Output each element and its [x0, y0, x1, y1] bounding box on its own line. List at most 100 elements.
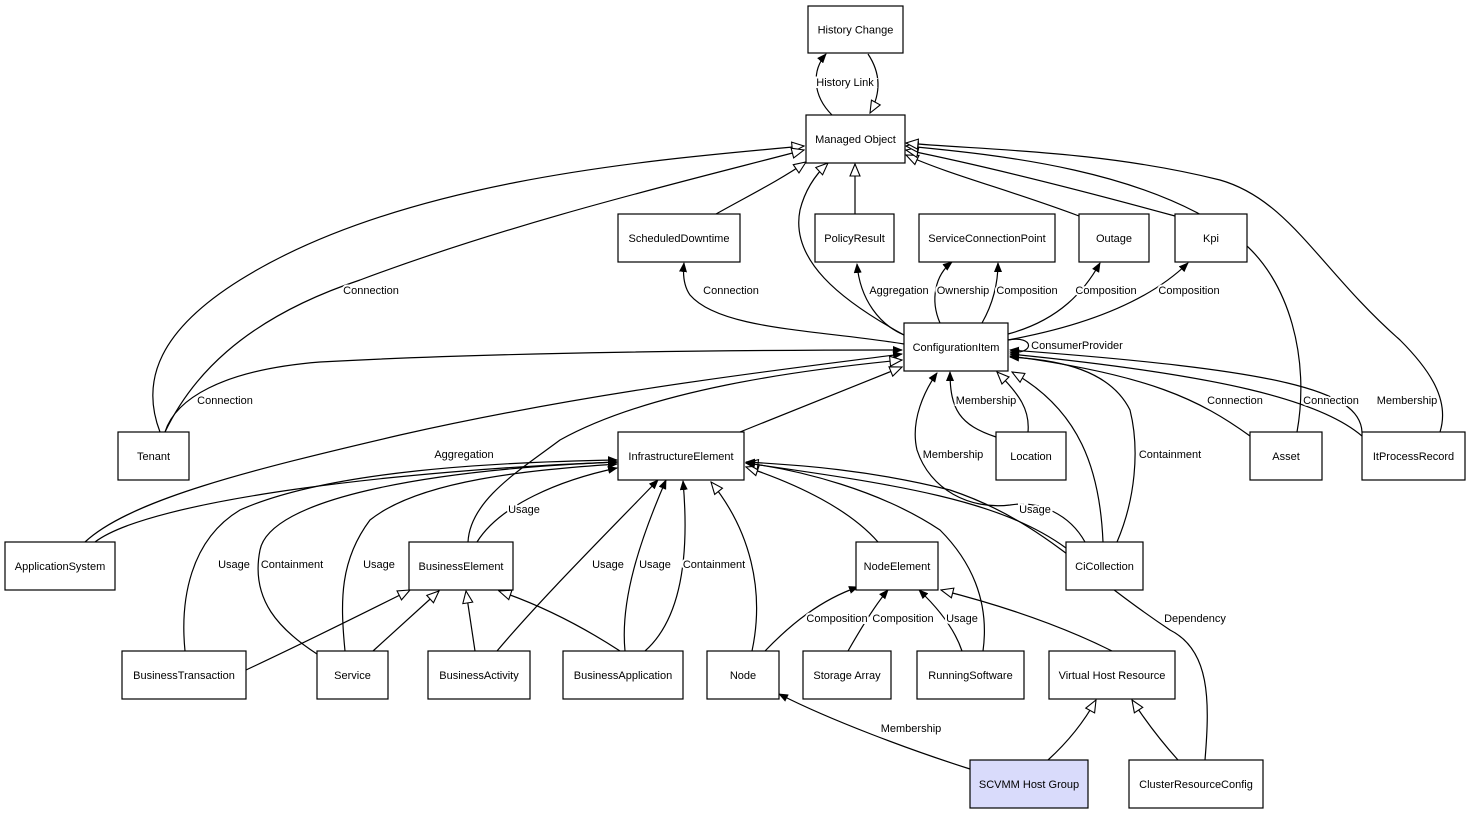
- node-history-change[interactable]: History Change: [807, 5, 904, 54]
- node-label: NodeElement: [864, 561, 931, 573]
- edge-configuration-item-to-scheduled-downtime: [679, 262, 905, 345]
- edges-layer: [84, 53, 1444, 770]
- edge-label: Membership: [1377, 395, 1438, 407]
- node-scheduled-downtime[interactable]: ScheduledDowntime: [617, 213, 741, 263]
- node-box: [408, 541, 514, 591]
- edge-application-system-to-configuration-item: [84, 351, 903, 543]
- edge-label-halo: Connection: [343, 285, 399, 297]
- edge-label: ConsumerProvider: [1031, 340, 1123, 352]
- node-label: BusinessApplication: [574, 670, 672, 682]
- node-box: [1078, 213, 1150, 263]
- node-cluster-resource-config[interactable]: ClusterResourceConfig: [1128, 759, 1264, 809]
- node-application-system[interactable]: ApplicationSystem: [4, 541, 116, 591]
- node-business-application[interactable]: BusinessApplication: [562, 650, 684, 700]
- node-location[interactable]: Location: [995, 431, 1067, 481]
- edge-label-halo: Composition: [1075, 285, 1136, 297]
- edge-label: Connection: [343, 285, 399, 297]
- edge-label-halo: Connection: [703, 285, 759, 297]
- node-box: [802, 650, 892, 700]
- node-virtual-host-resource[interactable]: Virtual Host Resource: [1048, 650, 1176, 700]
- edge-business-transaction-to-business-element: [245, 590, 410, 671]
- node-box: [1361, 431, 1466, 481]
- edge-label-halo: Usage: [363, 559, 395, 571]
- edge-label-halo: Membership: [1377, 395, 1438, 407]
- node-configuration-item[interactable]: ConfigurationItem: [903, 322, 1009, 372]
- node-business-transaction[interactable]: BusinessTransaction: [121, 650, 247, 700]
- edge-ci-collection-to-infrastructure-element: [745, 460, 1067, 549]
- edge-label-halo: Usage: [946, 613, 978, 625]
- node-node-element[interactable]: NodeElement: [855, 541, 939, 591]
- edge-it-process-record-to-configuration-item: [1009, 346, 1363, 433]
- node-running-software[interactable]: RunningSoftware: [916, 650, 1025, 700]
- node-managed-object[interactable]: Managed Object: [805, 114, 906, 164]
- edge-scvmm-host-group-to-virtual-host-resource: [1047, 700, 1096, 761]
- node-box: [617, 213, 741, 263]
- node-infrastructure-element[interactable]: InfrastructureElement: [617, 431, 745, 481]
- node-label: PolicyResult: [824, 233, 885, 245]
- edge-label-halo: Membership: [923, 449, 984, 461]
- edge-label-halo: Connection: [197, 395, 253, 407]
- edge-label: Membership: [923, 449, 984, 461]
- edge-managed-object-to-history-change: [815, 53, 833, 116]
- node-label: Managed Object: [815, 134, 896, 146]
- edge-label: Usage: [363, 559, 395, 571]
- edge-storage-array-to-node-element: [847, 589, 889, 652]
- edge-scvmm-host-group-to-node: [778, 693, 971, 770]
- node-label: Kpi: [1203, 233, 1219, 245]
- edge-label-halo: Composition: [1158, 285, 1219, 297]
- edge-configuration-item-to-service-connection-point: [981, 262, 1002, 324]
- edge-label-halo: Usage: [639, 559, 671, 571]
- node-box: [1174, 213, 1248, 263]
- node-label: ClusterResourceConfig: [1139, 779, 1253, 791]
- node-business-element[interactable]: BusinessElement: [408, 541, 514, 591]
- node-box: [1065, 541, 1144, 591]
- edge-node-to-node-element: [764, 586, 859, 652]
- edge-history-change-to-managed-object: [867, 53, 878, 113]
- edge-business-application-to-infrastructure-element: [623, 479, 667, 652]
- node-box: [916, 650, 1025, 700]
- edge-label: Composition: [872, 613, 933, 625]
- node-box: [969, 759, 1089, 809]
- node-business-activity[interactable]: BusinessActivity: [427, 650, 531, 700]
- edge-cluster-resource-config-to-virtual-host-resource: [1132, 700, 1179, 761]
- node-label: Tenant: [137, 451, 170, 463]
- node-kpi[interactable]: Kpi: [1174, 213, 1248, 263]
- edge-running-software-to-infrastructure-element: [746, 463, 985, 652]
- node-label: RunningSoftware: [928, 670, 1012, 682]
- node-label: History Change: [818, 24, 894, 36]
- edge-label: Usage: [639, 559, 671, 571]
- node-tenant[interactable]: Tenant: [117, 431, 190, 481]
- node-it-process-record[interactable]: ItProcessRecord: [1361, 431, 1466, 481]
- edge-label-halo: ConsumerProvider: [1031, 340, 1123, 352]
- node-ci-collection[interactable]: CiCollection: [1065, 541, 1144, 591]
- edge-label-halo: Composition: [872, 613, 933, 625]
- edge-label: Composition: [1075, 285, 1136, 297]
- edge-ci-collection-to-configuration-item: [1012, 372, 1104, 543]
- node-label: Service: [334, 670, 371, 682]
- node-label: BusinessActivity: [439, 670, 519, 682]
- node-service-connection-point[interactable]: ServiceConnectionPoint: [918, 213, 1056, 263]
- node-storage-array[interactable]: Storage Array: [802, 650, 892, 700]
- node-label: ConfigurationItem: [913, 342, 1000, 354]
- edge-label-halo: Containment: [1139, 449, 1201, 461]
- edge-business-transaction-to-infrastructure-element: [183, 456, 618, 652]
- node-label: Virtual Host Resource: [1059, 670, 1166, 682]
- node-outage[interactable]: Outage: [1078, 213, 1150, 263]
- node-service[interactable]: Service: [316, 650, 389, 700]
- node-label: ApplicationSystem: [15, 561, 106, 573]
- edge-label-halo: Membership: [881, 723, 942, 735]
- edge-business-activity-to-infrastructure-element: [496, 479, 659, 652]
- node-scvmm-host-group[interactable]: SCVMM Host Group: [969, 759, 1089, 809]
- node-box: [855, 541, 939, 591]
- node-label: SCVMM Host Group: [979, 779, 1079, 791]
- node-asset[interactable]: Asset: [1249, 431, 1323, 481]
- node-label: Asset: [1272, 451, 1300, 463]
- edge-label-halo: Composition: [806, 613, 867, 625]
- node-node[interactable]: Node: [706, 650, 780, 700]
- node-label: Outage: [1096, 233, 1132, 245]
- edge-label-halo: Connection: [1207, 395, 1263, 407]
- edge-label: Dependency: [1164, 613, 1226, 625]
- node-policy-result[interactable]: PolicyResult: [814, 213, 895, 263]
